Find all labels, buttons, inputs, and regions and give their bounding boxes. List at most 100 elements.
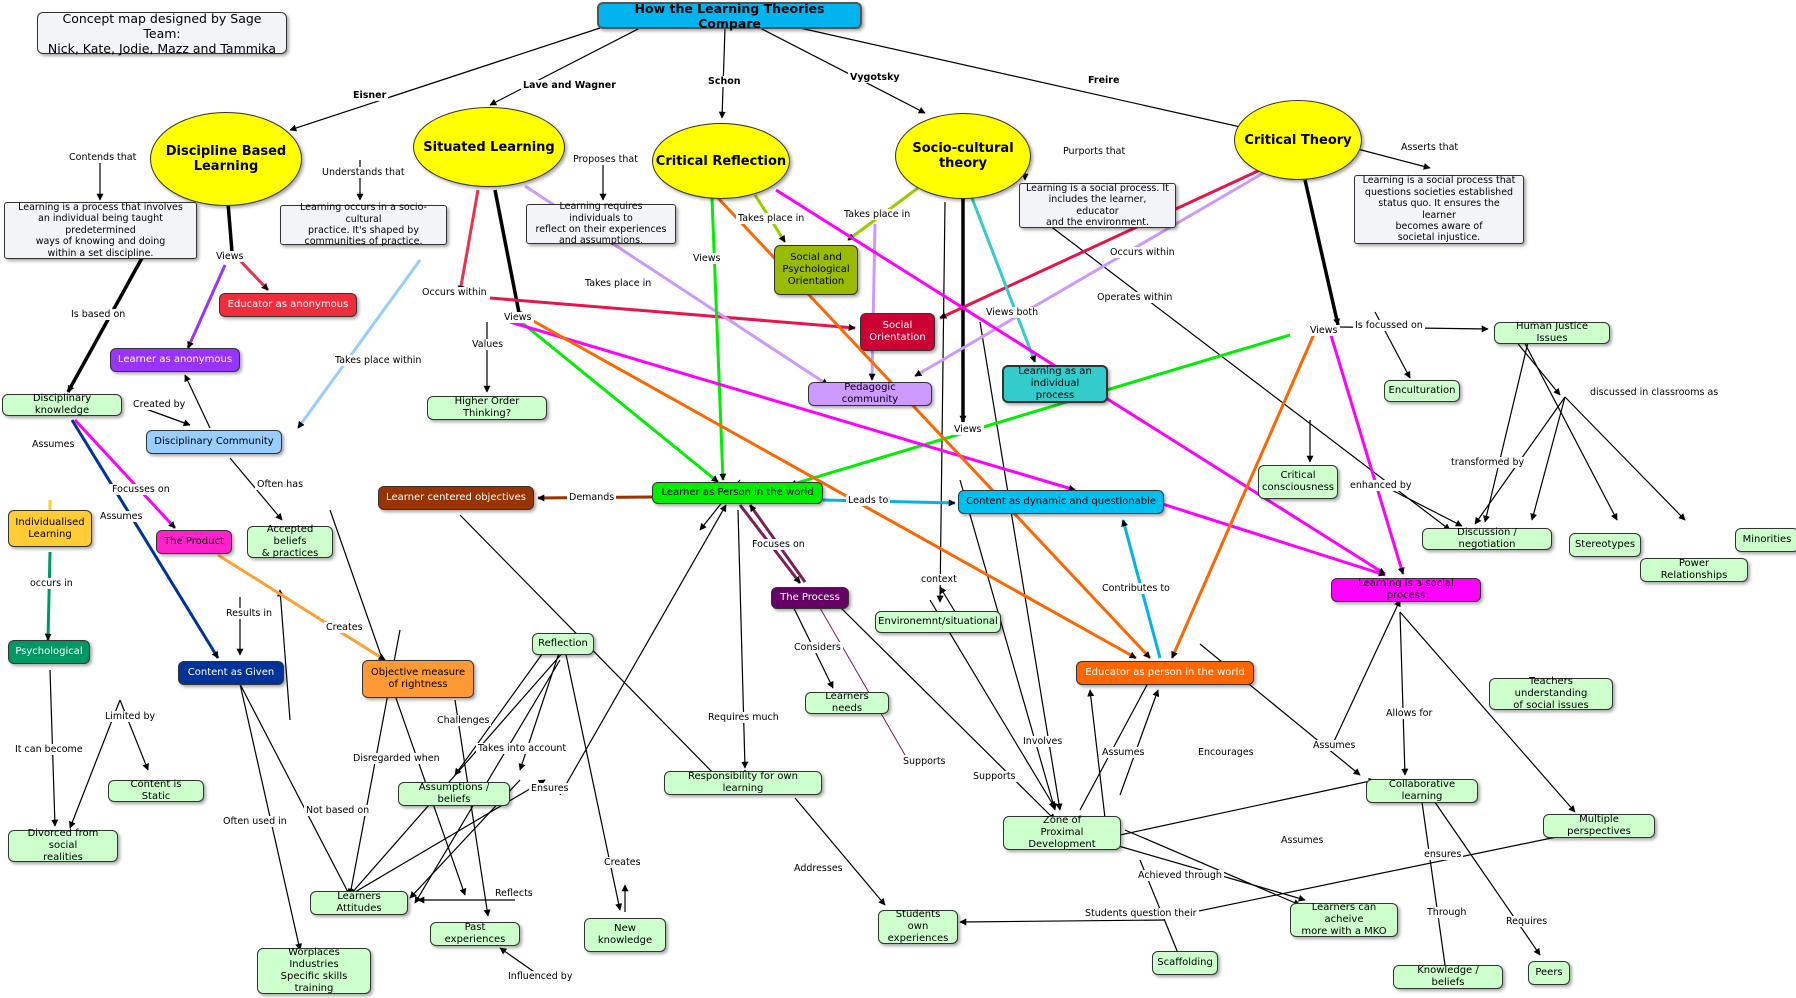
node-accepted-beliefs[interactable]: Accepted beliefs & practices xyxy=(247,524,333,559)
map-title[interactable]: How the Learning Theories Compare xyxy=(597,1,862,31)
link-focuses-on: Focuses on xyxy=(750,539,807,551)
link-can-become: It can become xyxy=(13,744,85,756)
node-human-justice[interactable]: Human Justice Issues xyxy=(1494,321,1610,344)
node-psychological[interactable]: Psychological xyxy=(8,640,90,664)
link-assumes-2: Assumes xyxy=(98,511,145,523)
node-assumptions-beliefs[interactable]: Assumptions / beliefs xyxy=(398,782,510,806)
node-environment-situational[interactable]: Environemnt/situational xyxy=(875,611,1001,633)
link-involves: Involves xyxy=(1021,736,1065,748)
node-social-orientation[interactable]: Social Orientation xyxy=(860,313,935,351)
node-past-experiences[interactable]: Past experiences xyxy=(430,922,520,946)
link-influenced-by: Influenced by xyxy=(506,971,575,983)
node-minorities[interactable]: Minorities xyxy=(1735,528,1796,552)
node-learning-individual[interactable]: Learning as an individual process xyxy=(1002,365,1108,403)
link-reflects: Reflects xyxy=(493,888,535,900)
link-views-2: Views xyxy=(502,312,534,324)
node-critical-consciousness[interactable]: Critical consciousness xyxy=(1258,465,1338,499)
link-takes-place-1: Takes place in xyxy=(736,213,807,225)
link-requires: Requires xyxy=(1504,916,1550,928)
link-requires-much: Requires much xyxy=(706,712,781,724)
node-learner-as-person[interactable]: Learner as Person in the world xyxy=(652,482,823,504)
node-power-relationships[interactable]: Power Relationships xyxy=(1640,558,1748,582)
link-limited-by: Limited by xyxy=(103,711,158,723)
node-learners-needs[interactable]: Learners needs xyxy=(805,691,889,714)
node-discussion-negotiation[interactable]: Discussion / negotiation xyxy=(1422,527,1552,550)
theorist-lave-wagner: Lave and Wagner xyxy=(521,80,618,92)
node-learning-social-process[interactable]: Learning is a social process xyxy=(1331,578,1481,602)
credit-box: Concept map designed by Sage Team: Nick,… xyxy=(37,11,287,56)
node-learners-attitudes[interactable]: Learners Attitudes xyxy=(310,891,408,915)
node-the-process[interactable]: The Process xyxy=(771,587,849,609)
node-collaborative-learning[interactable]: Collaborative learning xyxy=(1366,779,1478,803)
node-individualised-learning[interactable]: Individualised Learning xyxy=(8,510,92,547)
theory-critical[interactable]: Critical Theory xyxy=(1234,100,1362,180)
node-disciplinary-community[interactable]: Disciplinary Community xyxy=(146,430,282,454)
node-higher-order-thinking[interactable]: Higher Order Thinking? xyxy=(427,396,547,420)
node-educator-as-person[interactable]: Educator as person in the world xyxy=(1076,661,1254,685)
node-scaffolding[interactable]: Scaffolding xyxy=(1152,951,1218,975)
link-not-based-on: Not based on xyxy=(304,805,372,817)
node-learners-mko[interactable]: Learners can acheive more with a MKO xyxy=(1290,902,1398,937)
node-zpd[interactable]: Zone of Proximal Development xyxy=(1003,815,1121,850)
theory-critical-reflection[interactable]: Critical Reflection xyxy=(652,123,790,199)
link-takes-into-account: Takes into account xyxy=(476,743,569,755)
link-takes-place-within: Takes place within xyxy=(333,355,424,367)
node-new-knowledge[interactable]: New knowledge xyxy=(584,918,666,952)
link-results-in: Results in xyxy=(224,608,274,620)
node-peers[interactable]: Peers xyxy=(1528,961,1570,985)
node-students-experiences[interactable]: Students own experiences xyxy=(878,909,958,944)
node-workplaces[interactable]: Worplaces Industries Specific skills tra… xyxy=(257,947,371,994)
link-values: Values xyxy=(470,339,506,351)
node-objective-measure[interactable]: Objective measure of rightness xyxy=(362,660,474,698)
node-content-as-given[interactable]: Content as Given xyxy=(178,661,284,685)
link-asserts: Asserts that xyxy=(1399,142,1461,154)
link-assumes-5: Assumes xyxy=(1279,835,1326,847)
link-based-on: Is based on xyxy=(69,309,128,321)
node-learner-anonymous[interactable]: Learner as anonymous xyxy=(110,348,240,372)
node-multiple-perspectives[interactable]: Multiple perspectives xyxy=(1543,814,1655,838)
link-contends: Contends that xyxy=(67,152,139,164)
link-leads-to: Leads to xyxy=(846,495,891,507)
node-knowledge-beliefs[interactable]: Knowledge / beliefs xyxy=(1393,965,1503,989)
node-learner-centered-objectives[interactable]: Learner centered objectives xyxy=(378,486,534,510)
node-educator-anonymous[interactable]: Educator as anonymous xyxy=(219,293,357,317)
link-assumes-1: Assumes xyxy=(30,439,77,451)
link-creates-2: Creates xyxy=(602,857,643,869)
link-takes-place-3: Takes place in xyxy=(583,278,654,290)
link-views-both: Views both xyxy=(984,307,1041,319)
note-critical: Learning is a social process that questi… xyxy=(1354,175,1524,244)
theorist-vygotsky: Vygotsky xyxy=(848,72,902,84)
node-pedagogic-community[interactable]: Pedagogic community xyxy=(808,382,932,406)
node-content-static[interactable]: Content is Static xyxy=(108,779,204,802)
theory-discipline-based[interactable]: Discipline Based Learning xyxy=(150,112,302,206)
node-divorced-social[interactable]: Divorced from social realities xyxy=(8,828,118,863)
link-through: Through xyxy=(1425,907,1469,919)
theory-socio-cultural[interactable]: Socio-cultural theory xyxy=(895,113,1031,199)
node-enculturation[interactable]: Enculturation xyxy=(1384,380,1460,402)
link-addresses: Addresses xyxy=(792,863,845,875)
node-content-dynamic[interactable]: Content as dynamic and questionable xyxy=(958,490,1164,514)
theory-situated-learning[interactable]: Situated Learning xyxy=(413,107,565,187)
link-ensures-2: ensures xyxy=(1422,849,1464,861)
link-enhanced-by: enhanced by xyxy=(1348,480,1414,492)
link-demands: Demands xyxy=(567,492,617,504)
link-contributes-to: Contributes to xyxy=(1100,583,1172,595)
node-the-product[interactable]: The Product xyxy=(156,530,232,554)
node-social-psychological[interactable]: Social and Psychological Orientation xyxy=(774,245,858,295)
link-transformed-by: transformed by xyxy=(1449,457,1527,469)
link-supports-2: Supports xyxy=(971,771,1018,783)
link-purports: Purports that xyxy=(1061,146,1128,158)
link-supports-1: Supports xyxy=(901,756,948,768)
link-encourages: Encourages xyxy=(1196,747,1256,759)
note-reflection: Learning requires individuals to reflect… xyxy=(526,201,676,246)
node-disciplinary-knowledge[interactable]: Disciplinary knowledge xyxy=(2,393,122,416)
node-reflection[interactable]: Reflection xyxy=(532,633,594,655)
link-considers: Considers xyxy=(792,642,843,654)
theorist-eisner: Eisner xyxy=(351,90,389,102)
node-teachers-understanding[interactable]: Teachers understanding of social issues xyxy=(1489,676,1613,711)
node-responsibility[interactable]: Responsibility for own learning xyxy=(664,771,822,795)
link-occurs-in: occurs in xyxy=(28,578,75,590)
node-stereotypes[interactable]: Stereotypes xyxy=(1569,533,1641,557)
link-views-5: Views xyxy=(952,424,984,436)
link-occurs-within-2: Occurs within xyxy=(1108,247,1177,259)
